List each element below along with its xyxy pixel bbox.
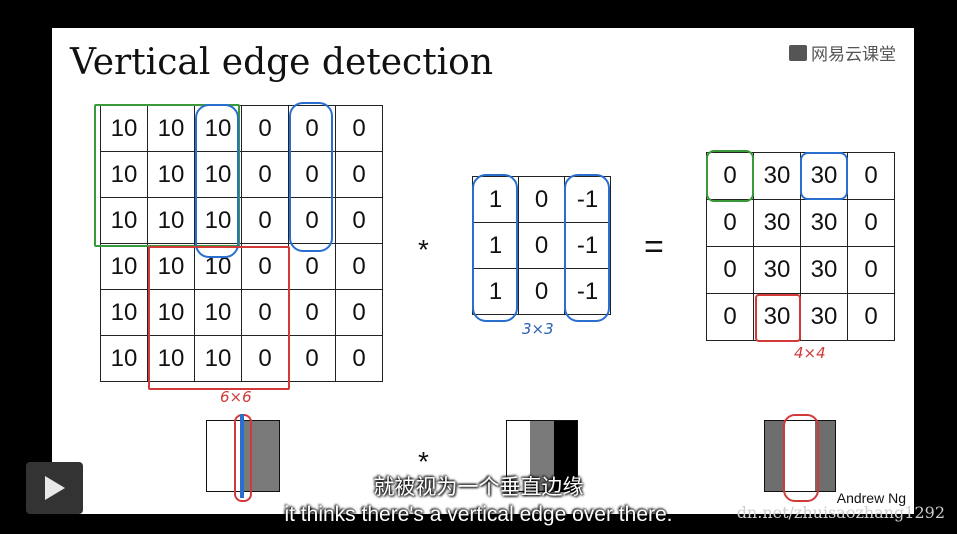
- matrix-cell: 0: [241, 105, 289, 152]
- matrix-cell: 1: [472, 222, 519, 269]
- convolution-operator: *: [418, 234, 429, 265]
- matrix-cell: 1: [472, 176, 519, 223]
- matrix-cell: -1: [564, 222, 611, 269]
- filter-dim-label: 3×3: [522, 320, 554, 338]
- subtitle-chinese: 就被视为一个垂直边缘: [373, 476, 584, 499]
- convolution-operator-2: *: [418, 446, 429, 477]
- netease-logo: 网易云课堂: [789, 40, 896, 65]
- output-dim-label: 4×4: [794, 344, 826, 362]
- matrix-cell: 10: [100, 289, 148, 336]
- logo-icon: [789, 44, 807, 61]
- slide-title: Vertical edge detection: [70, 42, 494, 83]
- matrix-cell: 0: [288, 197, 336, 244]
- author-credit: Andrew Ng: [836, 490, 906, 506]
- matrix-cell: 0: [288, 289, 336, 336]
- matrix-cell: 10: [100, 197, 148, 244]
- matrix-cell: 0: [847, 246, 895, 294]
- matrix-cell: 10: [100, 151, 148, 198]
- matrix-cell: 30: [800, 199, 848, 247]
- matrix-cell: 10: [147, 197, 195, 244]
- matrix-cell: 0: [241, 335, 289, 382]
- watermark: dn.net/zhuisaozhang1292: [736, 503, 945, 522]
- matrix-cell: -1: [564, 176, 611, 223]
- matrix-cell: 10: [194, 197, 242, 244]
- matrix-cell: 10: [147, 105, 195, 152]
- logo-text: 网易云课堂: [811, 45, 896, 64]
- matrix-cell: 0: [241, 197, 289, 244]
- matrix-cell: 10: [100, 335, 148, 382]
- matrix-cell: 1: [472, 268, 519, 315]
- play-button[interactable]: [26, 462, 83, 514]
- matrix-cell: 0: [706, 246, 754, 294]
- input-dim-label: 6×6: [220, 388, 252, 406]
- matrix-cell: 10: [100, 243, 148, 290]
- filter-image-illustration: [506, 420, 578, 492]
- matrix-cell: 10: [194, 243, 242, 290]
- matrix-cell: 0: [335, 335, 383, 382]
- matrix-cell: 0: [518, 222, 565, 269]
- matrix-cell: 0: [288, 335, 336, 382]
- subtitle-english: it thinks there's a vertical edge over t…: [284, 503, 673, 526]
- matrix-cell: 0: [335, 289, 383, 336]
- matrix-cell: 30: [800, 152, 848, 200]
- matrix-cell: 10: [194, 105, 242, 152]
- matrix-cell: 0: [335, 197, 383, 244]
- matrix-cell: 10: [194, 151, 242, 198]
- matrix-cell: 0: [706, 152, 754, 200]
- matrix-cell: 0: [847, 293, 895, 341]
- matrix-cell: 0: [518, 176, 565, 223]
- matrix-cell: 0: [335, 151, 383, 198]
- matrix-cell: 10: [147, 289, 195, 336]
- matrix-cell: 0: [241, 243, 289, 290]
- matrix-cell: 30: [800, 293, 848, 341]
- matrix-cell: 30: [800, 246, 848, 294]
- matrix-cell: 10: [194, 335, 242, 382]
- matrix-cell: 0: [335, 105, 383, 152]
- matrix-cell: 0: [847, 199, 895, 247]
- matrix-cell: 0: [288, 105, 336, 152]
- matrix-cell: 10: [147, 151, 195, 198]
- equals-operator: =: [644, 228, 664, 266]
- matrix-cell: -1: [564, 268, 611, 315]
- play-icon: [44, 476, 65, 500]
- matrix-cell: 0: [288, 243, 336, 290]
- matrix-cell: 0: [241, 289, 289, 336]
- matrix-cell: 10: [194, 289, 242, 336]
- matrix-cell: 0: [241, 151, 289, 198]
- matrix-cell: 30: [753, 246, 801, 294]
- matrix-cell: 0: [288, 151, 336, 198]
- matrix-cell: 0: [706, 199, 754, 247]
- matrix-cell: 0: [335, 243, 383, 290]
- matrix-cell: 0: [847, 152, 895, 200]
- matrix-cell: 30: [753, 199, 801, 247]
- matrix-cell: 10: [147, 243, 195, 290]
- matrix-cell: 10: [100, 105, 148, 152]
- output-image-illustration: [764, 420, 836, 492]
- matrix-cell: 10: [147, 335, 195, 382]
- matrix-cell: 30: [753, 152, 801, 200]
- image-blue-line: [240, 414, 244, 498]
- matrix-cell: 0: [518, 268, 565, 315]
- matrix-cell: 0: [706, 293, 754, 341]
- matrix-cell: 30: [753, 293, 801, 341]
